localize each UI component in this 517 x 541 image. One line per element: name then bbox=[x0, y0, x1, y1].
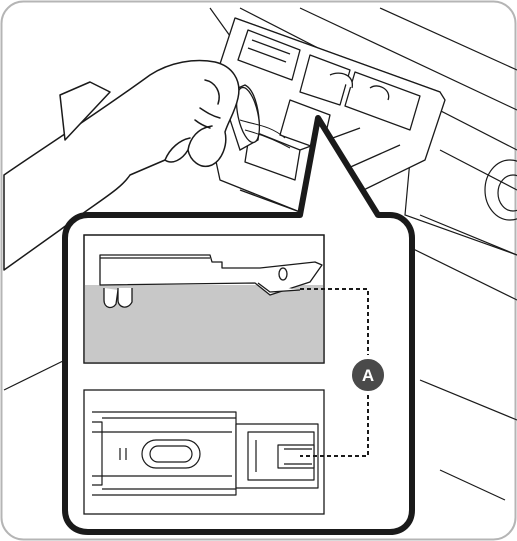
top-view-panel bbox=[84, 390, 324, 514]
callout-label: A bbox=[362, 366, 374, 385]
side-view-panel bbox=[84, 235, 324, 363]
callout-badge: A bbox=[351, 358, 385, 392]
